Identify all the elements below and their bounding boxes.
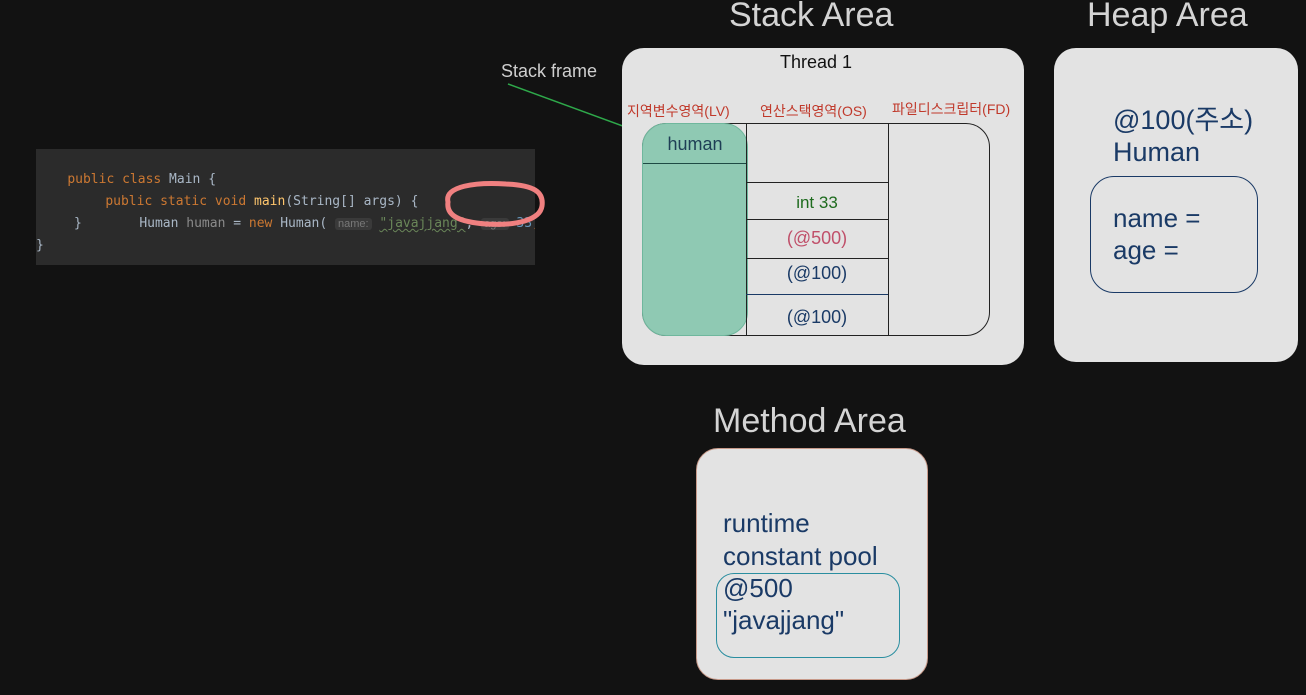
code-keyword: public static void <box>105 194 247 209</box>
code-text: (String[] args) { <box>285 194 419 209</box>
code-variable: human <box>186 216 226 231</box>
code-type: Human <box>139 216 179 231</box>
os-row-divider <box>746 219 888 220</box>
column-divider <box>746 124 747 336</box>
heap-object-class: Human <box>1113 137 1201 167</box>
lv-cell-human: human <box>667 134 723 154</box>
heap-field-age: age = <box>1113 235 1179 265</box>
local-variable-area: human <box>642 123 748 336</box>
stack-frame-label: Stack frame <box>501 61 598 81</box>
column-header-fd: 파일디스크립터(FD) <box>892 101 1011 117</box>
heap-area-title: Heap Area <box>1087 0 1248 34</box>
code-editor-panel: public class Main { public static void m… <box>36 149 535 265</box>
method-area-box: runtime constant pool @500 "javajjang" <box>696 448 928 680</box>
heap-object-address: @100(주소) <box>1113 105 1254 135</box>
os-cell-ref-100: (@100) <box>786 263 848 283</box>
lv-divider <box>643 163 747 164</box>
column-header-lv: 지역변수영역(LV) <box>627 103 730 119</box>
os-row-divider <box>746 294 888 295</box>
thread-label: Thread 1 <box>780 52 853 72</box>
heap-area-box: @100(주소) Human name = age = <box>1054 48 1298 362</box>
code-line-1: public class Main { <box>36 149 216 213</box>
code-end: ); <box>532 216 535 231</box>
code-text: Main { <box>161 172 217 187</box>
constant-pool-entry-box: @500 "javajjang" <box>716 573 900 658</box>
stack-area-box: Thread 1 지역변수영역(LV) 연산스택영역(OS) 파일디스크립터(F… <box>622 48 1024 365</box>
constant-pool-label-2: constant pool <box>723 541 878 571</box>
os-cell-ref-100: (@100) <box>786 307 848 327</box>
code-function: main <box>254 194 286 209</box>
code-string: "javajjang" <box>379 216 466 231</box>
code-keyword: public class <box>67 172 162 187</box>
stack-area-title: Stack Area <box>729 0 894 34</box>
code-line-4: } <box>74 216 82 231</box>
os-cell-int: int 33 <box>796 193 838 212</box>
constant-pool-label-1: runtime <box>723 508 810 538</box>
code-line-2: public static void main(String[] args) { <box>74 169 418 235</box>
constant-pool-entry-address: @500 <box>723 573 793 603</box>
constant-pool-entry-value: "javajjang" <box>723 605 845 635</box>
code-constructor: Human( <box>280 216 328 231</box>
heap-field-name: name = <box>1113 203 1201 233</box>
os-row-divider <box>746 258 888 259</box>
column-divider <box>888 124 889 336</box>
method-area-title: Method Area <box>713 402 906 440</box>
os-row-divider <box>746 182 888 183</box>
column-header-os: 연산스택영역(OS) <box>760 103 867 119</box>
code-keyword: new <box>248 216 273 231</box>
heap-object-fields-box: name = age = <box>1090 176 1258 293</box>
code-line-5: } <box>36 238 44 253</box>
code-operator: = <box>225 216 249 231</box>
param-hint-name: name: <box>335 218 372 230</box>
highlight-circle <box>445 181 545 227</box>
os-cell-ref-500: (@500) <box>786 228 848 248</box>
code-line-3: Human human = new Human( name: "javajjan… <box>108 191 535 257</box>
